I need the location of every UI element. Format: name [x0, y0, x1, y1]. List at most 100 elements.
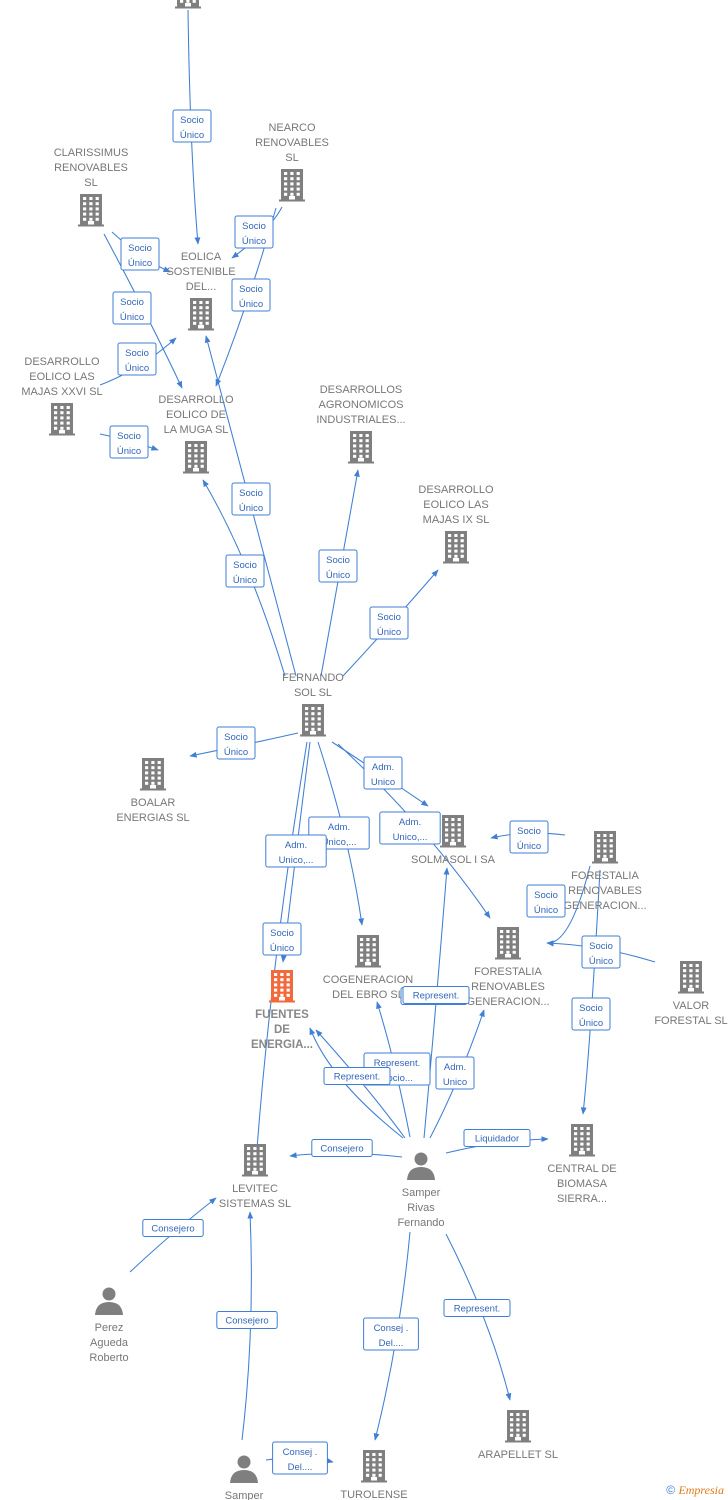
edge-label-text: Socio	[180, 115, 204, 126]
edge-label[interactable]: Represent.	[402, 986, 470, 1004]
edge-samper-rf-to-fuentes	[315, 1029, 406, 1139]
edge-label-text: Socio	[233, 560, 257, 571]
building-icon	[49, 403, 75, 436]
node-forestalia2[interactable]: FORESTALIARENOVABLESGENERACION...	[466, 927, 550, 1008]
edge-label-text: Único	[125, 363, 149, 374]
node-label-line: DEL EBRO SL	[332, 989, 404, 1001]
node-central[interactable]: CENTRAL DEBIOMASASIERRA...	[547, 1124, 617, 1205]
edge-label[interactable]: Represent.	[323, 1067, 391, 1085]
node-arapellet[interactable]: ARAPELLET SL	[478, 1410, 558, 1461]
node-cogeneracion[interactable]: COGENERACION DEL EBRO SL	[323, 935, 414, 1001]
edge-label-text: Socio	[239, 488, 263, 499]
node-label-line: NEARCO	[268, 122, 316, 134]
edge-label[interactable]: Consejero	[311, 1139, 373, 1157]
building-icon	[505, 1410, 531, 1443]
node-label-line: CENTRAL DE	[547, 1163, 616, 1175]
building-icon	[183, 441, 209, 474]
building-icon	[495, 927, 521, 960]
footer-brand[interactable]: © Empresia	[666, 1483, 724, 1498]
edge-label-text: Único	[326, 570, 350, 581]
edge-label[interactable]: Consejero	[142, 1219, 204, 1237]
node-label-line: Samper	[402, 1187, 441, 1199]
edge-label[interactable]: Adm.Unico	[363, 756, 403, 790]
node-label-line: RENOVABLES	[255, 137, 329, 149]
edge-label[interactable]: Adm.Unico	[435, 1056, 475, 1090]
node-label-line: RENOVABLES	[471, 981, 545, 993]
edge-label[interactable]: Represent.	[443, 1299, 511, 1317]
edge-label[interactable]: Consej .Del....	[363, 1317, 419, 1351]
node-label-line: TUROLENSE	[340, 1489, 407, 1500]
node-label-line: DEL...	[186, 281, 217, 293]
node-label-line: VALOR	[673, 1000, 710, 1012]
edge-label[interactable]: Adm.Unico,...	[265, 834, 327, 868]
node-label-line: DESARROLLO	[418, 484, 494, 496]
node-label-line: GENERACION...	[466, 996, 549, 1008]
edge-label-text: Único	[239, 299, 263, 310]
node-forestalia1[interactable]: FORESTALIARENOVABLESGENERACION...	[563, 831, 647, 912]
edge-label[interactable]: Liquidador	[463, 1129, 531, 1147]
node-label-line: MAJAS IX SL	[423, 514, 490, 526]
node-label-line: DESARROLLO	[158, 394, 234, 406]
edge-label-text: Consejero	[151, 1224, 194, 1235]
edge-label[interactable]: Adm.Unico,...	[379, 811, 441, 845]
building-icon	[348, 431, 374, 464]
node-eolica[interactable]: EOLICASOSTENIBLEDEL...	[166, 251, 236, 331]
node-label-line: DESARROLLO	[24, 356, 100, 368]
copyright-symbol: ©	[666, 1483, 676, 1497]
edge-label-text: Socio	[377, 612, 401, 623]
node-solmasol[interactable]: SOLMASOL I SA	[411, 815, 496, 866]
node-top[interactable]	[175, 0, 201, 9]
edge-label-text: Único	[534, 905, 558, 916]
edge-label-text: Socio	[242, 221, 266, 232]
edge-label-text: Único	[117, 446, 141, 457]
node-fuentes[interactable]: FUENTESDEENERGIA...	[251, 970, 313, 1051]
building-icon	[269, 970, 295, 1003]
building-icon	[569, 1124, 595, 1157]
edge-label-text: Del....	[379, 1338, 404, 1349]
node-label-line: ENERGIA...	[251, 1039, 313, 1051]
node-label-line: Rivas	[407, 1202, 435, 1214]
edge-label-text: Socio	[579, 1003, 603, 1014]
edge-label-text: Único	[128, 258, 152, 269]
person-icon	[230, 1455, 258, 1483]
node-samper2[interactable]: Samper	[225, 1455, 264, 1500]
node-nearco[interactable]: NEARCO RENOVABLES SL	[255, 122, 329, 202]
edge-label-text: Socio	[270, 928, 294, 939]
node-label-line: SL	[285, 152, 298, 164]
building-icon	[300, 704, 326, 737]
node-turolense[interactable]: TUROLENSE	[340, 1450, 408, 1500]
node-agronomicos[interactable]: DESARROLLOSAGRONOMICOSINDUSTRIALES...	[316, 384, 406, 464]
edge-label[interactable]: Consejero	[216, 1311, 278, 1329]
node-label-line: COGENERACION	[323, 974, 414, 986]
edge-label-text: Socio...	[381, 1073, 413, 1084]
edge-label[interactable]: Consej .Del....	[272, 1441, 328, 1475]
